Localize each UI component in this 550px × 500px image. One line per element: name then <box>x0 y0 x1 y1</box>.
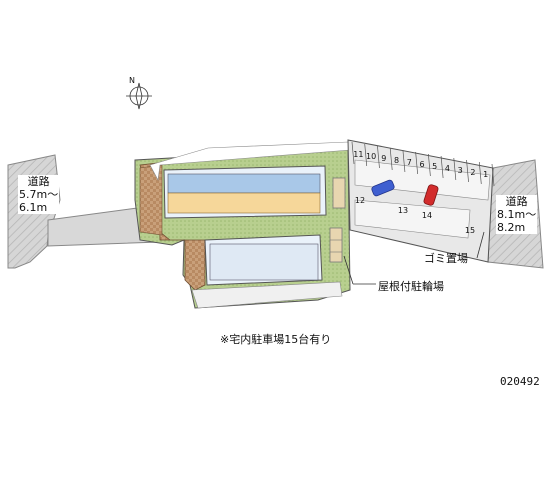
car-blue <box>371 179 395 197</box>
stall-divider <box>364 143 368 167</box>
stall-divider <box>453 157 457 181</box>
building-upper <box>163 165 327 219</box>
stall-number: 15 <box>465 226 475 235</box>
stall-divider <box>491 163 495 187</box>
stall-divider <box>389 147 393 171</box>
parking-stall-lines <box>351 141 495 187</box>
stall-number: 5 <box>432 162 437 171</box>
bicycle-shelter <box>329 227 343 263</box>
left-road-label: 道路 5.7m〜 6.1m <box>18 175 60 214</box>
bicycle-label: 屋根付駐輪場 <box>378 280 444 293</box>
stall-divider <box>402 149 406 173</box>
left-road-width2: 6.1m <box>19 201 48 214</box>
stall-divider <box>428 153 431 177</box>
garbage-area <box>332 177 346 209</box>
stall-number: 6 <box>419 160 424 169</box>
building-lower <box>204 234 323 286</box>
stall-divider <box>415 151 418 175</box>
stall-number: 2 <box>470 168 475 177</box>
property-code: 020492 <box>500 375 540 388</box>
stall-number: 10 <box>366 152 376 161</box>
right-road-label: 道路 8.1m〜 8.2m <box>496 195 538 234</box>
stall-number: 9 <box>381 154 386 163</box>
stall-number: 12 <box>355 196 365 205</box>
stall-divider <box>478 161 482 185</box>
stall-number: 1 <box>483 170 488 179</box>
garbage-pointer <box>476 231 485 259</box>
car-red <box>423 184 439 206</box>
parking-note: ※宅内駐車場15台有り <box>220 333 332 346</box>
right-road-width2: 8.2m <box>497 221 526 234</box>
compass-icon <box>126 82 152 110</box>
stall-number: 7 <box>407 158 412 167</box>
right-road-width: 8.1m〜 <box>497 208 537 221</box>
garbage-label: ゴミ置場 <box>424 252 468 265</box>
stall-number: 14 <box>422 211 432 220</box>
left-road-width: 5.7m〜 <box>19 188 59 201</box>
stall-number: 8 <box>394 156 399 165</box>
parking-lot <box>347 139 494 263</box>
stall-divider <box>351 141 355 165</box>
stall-number: 4 <box>445 164 450 173</box>
left-road-name: 道路 <box>27 175 50 188</box>
stall-divider <box>377 145 380 169</box>
compass-label: N <box>129 76 135 85</box>
right-road-name: 道路 <box>505 195 528 208</box>
stall-number: 11 <box>353 150 363 159</box>
stall-number: 3 <box>458 166 463 175</box>
stall-number: 13 <box>398 206 408 215</box>
bicycle-pointer-2 <box>343 255 354 285</box>
stall-divider <box>440 155 444 179</box>
stall-divider <box>466 159 469 183</box>
